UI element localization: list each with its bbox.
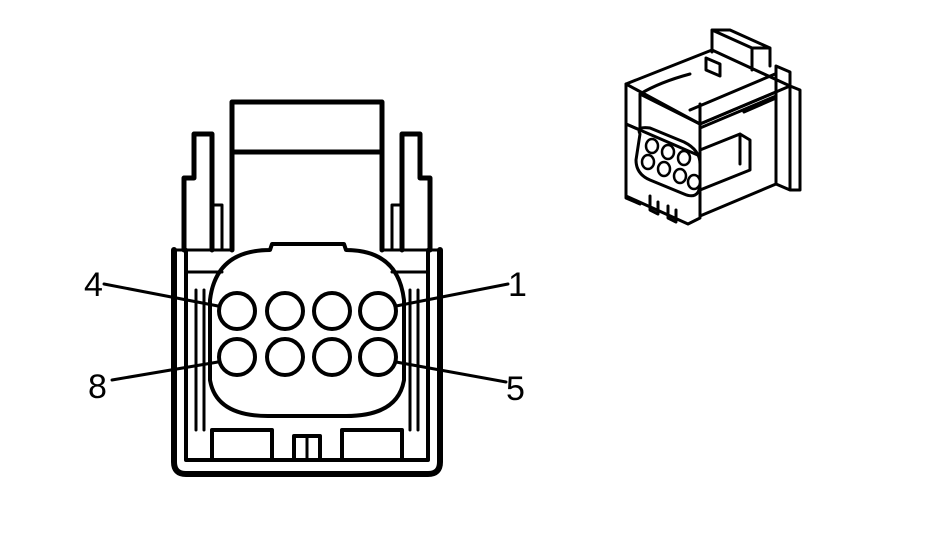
pin-label-bottom-right: 5 [506, 370, 525, 408]
iso-rail-inner [638, 72, 777, 126]
terminal-cavity [358, 337, 398, 377]
pin-label-bottom-left: 8 [88, 368, 107, 406]
terminal-cavity [312, 291, 352, 331]
leader-lines [102, 282, 510, 384]
terminal-cavity [312, 337, 352, 377]
iso-latch-slot [704, 56, 722, 78]
iso-terminal-cavity [644, 137, 660, 155]
leader-line-bottom-right [394, 360, 508, 384]
leader-line-top-right [394, 282, 510, 308]
terminal-cavity [265, 337, 305, 377]
outer-housing [171, 247, 443, 477]
iso-terminal-cavities [640, 137, 702, 191]
iso-bottom-tabs [624, 188, 678, 224]
iso-terminal-cavity [640, 153, 656, 171]
terminal-cavity [358, 291, 398, 331]
iso-terminal-cavity [660, 143, 676, 161]
iso-terminal-cavity [686, 173, 702, 191]
pin-label-top-right: 1 [508, 266, 527, 304]
right-side-slot [408, 288, 420, 432]
right-guide-rail [399, 131, 433, 253]
iso-side-groove [698, 94, 778, 130]
iso-terminal-cavity [672, 167, 688, 185]
terminal-cavity [217, 337, 257, 377]
cavity-outline [208, 242, 406, 418]
left-side-slot [194, 288, 206, 432]
connector-front-view [171, 99, 443, 477]
iso-left-rail [624, 72, 692, 132]
leader-line-bottom-left [110, 360, 220, 382]
right-rail-inner [390, 203, 404, 252]
bottom-keying-notches [210, 428, 404, 462]
left-rail-inner [210, 203, 224, 252]
iso-front-face [624, 122, 702, 226]
connector-isometric-view [624, 28, 802, 226]
pin-label-top-left: 4 [84, 266, 103, 304]
terminal-cavity [265, 291, 305, 331]
iso-terminal-cavity [656, 160, 672, 178]
iso-terminal-cavity [676, 149, 692, 167]
terminal-cavity [217, 291, 257, 331]
top-latch [229, 99, 385, 253]
terminal-cavities [217, 291, 398, 377]
leader-line-top-left [102, 282, 220, 308]
iso-top-latch [710, 28, 772, 72]
left-guide-rail [181, 131, 215, 253]
iso-side-detail [698, 132, 752, 192]
